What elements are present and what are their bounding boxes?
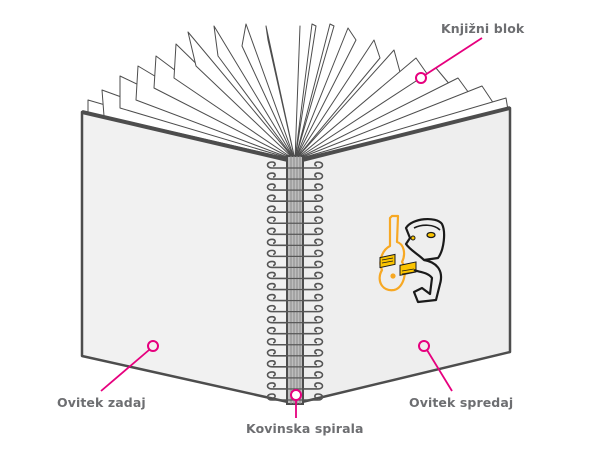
spiral-loop-right [303,382,324,390]
spiral-loop-right [303,360,324,368]
label-book-block: Knjižni blok [441,21,525,36]
book-page [294,23,335,161]
spiral-loop-right [303,271,324,280]
spiral-loop-right [303,371,324,379]
hand-right [399,261,417,276]
spiral-loop-left [266,293,287,302]
spiral-loop-right [303,238,324,247]
spiral-loop-left [266,183,287,191]
face-outline [404,218,446,262]
book-block-pages [87,23,509,161]
callout-metal-spiral [290,389,302,418]
spiral-loop-left [266,172,287,180]
spiral-loop-left [266,360,287,368]
label-back-cover: Ovitek zadaj [57,395,146,410]
spiral-loop-left [266,227,287,236]
spiral-loop-right [303,161,324,169]
spiral-loop-right [303,194,324,202]
book-page [294,27,357,161]
spiral-loop-right [303,304,324,313]
book-page [241,23,296,161]
callout-front-cover [418,340,453,392]
hand-left [379,253,396,269]
callout-back-cover [100,340,159,392]
spiral-loop-right [303,326,324,335]
spine [286,155,304,405]
spiral-loop-left [266,161,287,169]
spiral-loop-left [266,393,287,401]
spiral-loop-right [303,293,324,302]
guitar-sound-hole [390,273,396,279]
spiral-loop-left [266,282,287,291]
spiral-loop-left [266,194,287,202]
book-page [294,23,317,161]
spiral-loop-left [266,315,287,324]
spiral-loop-right [303,393,324,401]
spiral-loop-right [303,172,324,180]
spiral-loop-left [266,337,287,346]
book-page [187,31,296,161]
spiral-loop-right [303,216,324,225]
spiral-loop-right [303,349,324,357]
book-page [294,39,381,161]
spiral-loop-left [266,205,287,213]
spiral-loop-right [303,227,324,236]
guitar-player-logo [378,214,446,304]
spiral-loop-left [266,326,287,335]
callout-book-block [415,37,483,84]
front-cover-top-edge [301,106,511,162]
book-page [294,25,301,161]
body-outline [412,258,443,304]
spiral-loop-left [266,382,287,390]
spiral-loop-right [303,183,324,191]
spiral-loop-right [303,282,324,291]
spiral-loop-left [266,260,287,269]
spiral-loop-right [303,315,324,324]
spiral-loop-left [266,216,287,225]
spiral-loop-right [303,249,324,258]
spiral-loop-right [303,205,324,213]
spiral-loop-left [266,249,287,258]
spiral-loop-left [266,371,287,379]
spiral-loop-left [266,271,287,280]
label-metal-spiral: Kovinska spirala [246,421,364,436]
book-page [213,25,296,161]
spiral-loop-left [266,238,287,247]
spiral-loop-right [303,337,324,346]
back-cover-top-edge [81,110,289,162]
metal-spiral [266,161,324,401]
eye-icon [426,231,436,239]
spiral-loop-left [266,349,287,357]
spiral-loop-left [266,304,287,313]
back-cover [80,110,290,404]
book-page [265,25,296,161]
label-front-cover: Ovitek spredaj [409,395,514,410]
spiral-loop-right [303,260,324,269]
